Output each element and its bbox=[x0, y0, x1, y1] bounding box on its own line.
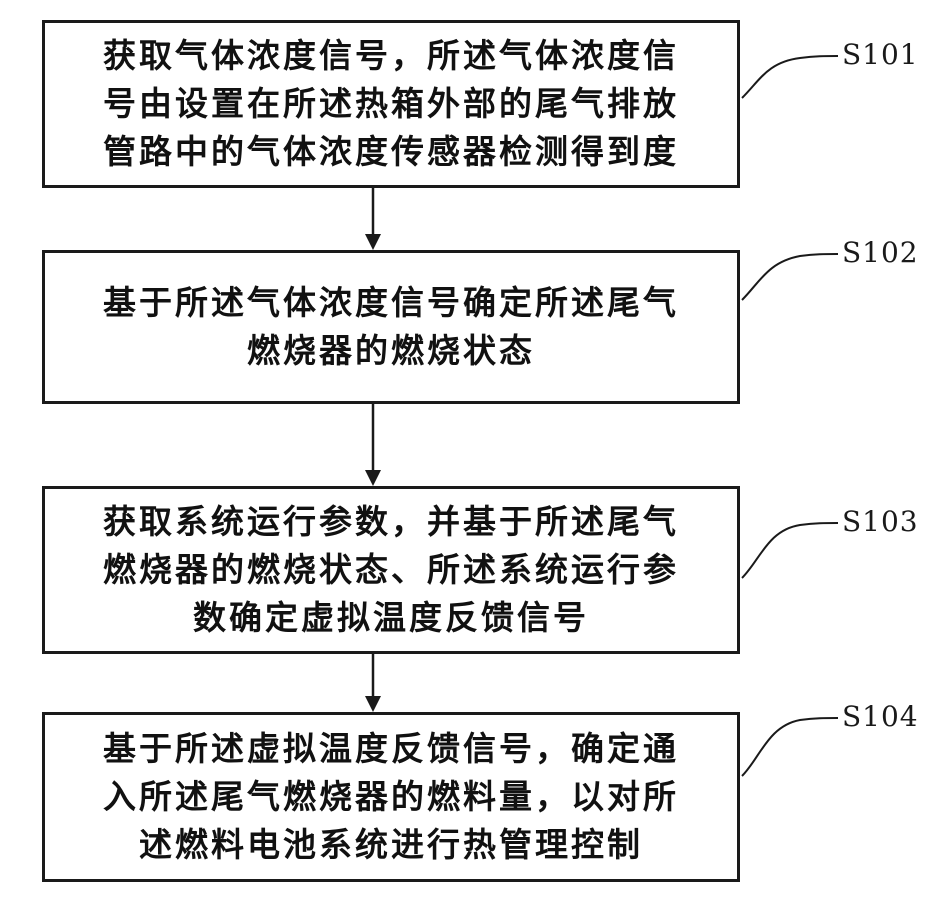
arrow-s101-to-s102 bbox=[365, 188, 381, 250]
arrow-s103-to-s104 bbox=[365, 654, 381, 712]
leader-line-s101 bbox=[742, 56, 838, 98]
arrow-s102-to-s103 bbox=[365, 404, 381, 486]
leader-line-s103 bbox=[742, 523, 838, 578]
leader-line-s104 bbox=[742, 718, 838, 776]
leader-line-s102 bbox=[742, 254, 838, 300]
